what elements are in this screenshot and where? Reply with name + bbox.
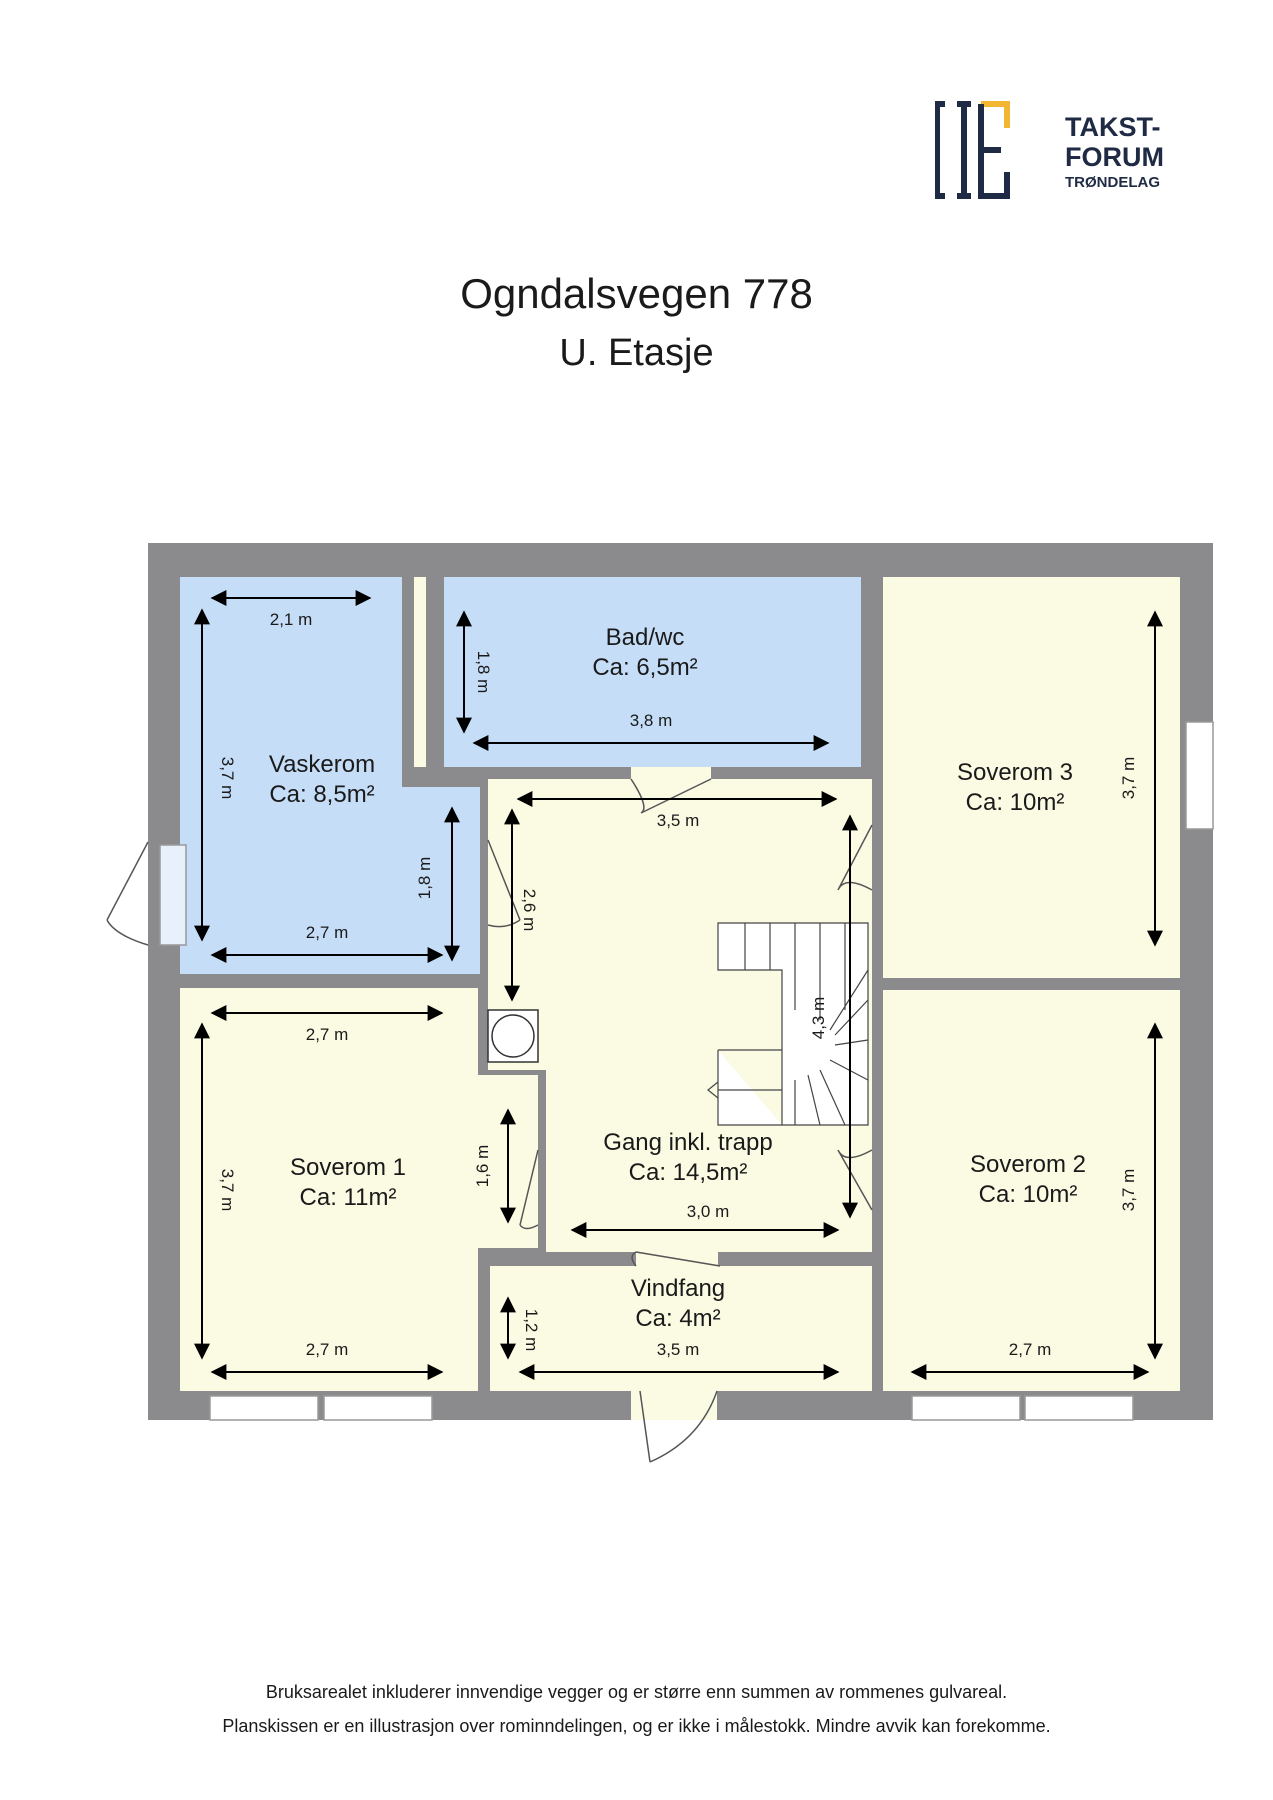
logo-line-1: TAKST- (1065, 112, 1161, 142)
dim-label: 4,3 m (809, 997, 828, 1040)
room-name-vindfang: Vindfang (631, 1275, 725, 1302)
window (323, 1395, 433, 1421)
dim-label: 3,7 m (1119, 1169, 1138, 1212)
dim-label: 2,1 m (270, 610, 313, 629)
room-soverom2-floor (883, 990, 1180, 1391)
room-vaskerom-floor (180, 577, 480, 974)
dim-label: 3,7 m (218, 757, 237, 800)
room-area-vindfang: Ca: 4m² (635, 1305, 720, 1332)
dim-label: 3,7 m (1119, 757, 1138, 800)
room-area-gang: Ca: 14,5m² (629, 1159, 748, 1186)
logo-line-3: TRØNDELAG (1065, 174, 1160, 191)
dim-label: 2,7 m (1009, 1340, 1052, 1359)
dim-label: 1,8 m (474, 651, 493, 694)
footnote-line-2: Planskissen er en illustrasjon over romi… (222, 1716, 1051, 1736)
logo-mark-icon (935, 101, 1010, 199)
window (159, 844, 187, 946)
window (1024, 1395, 1134, 1421)
room-area-vaskerom: Ca: 8,5m² (269, 781, 374, 808)
room-area-soverom2: Ca: 10m² (979, 1181, 1078, 1208)
door-swing (639, 1390, 718, 1463)
door-opening (631, 1391, 717, 1420)
room-name-gang: Gang inkl. trapp (603, 1129, 772, 1156)
room-gang-floor (488, 779, 872, 1252)
floor-subtitle: U. Etasje (559, 332, 714, 374)
room-name-soverom3: Soverom 3 (957, 759, 1073, 786)
room-name-bad: Bad/wc (606, 624, 685, 651)
dim-label: 3,8 m (630, 711, 673, 730)
door-opening (631, 767, 711, 781)
dim-label: 2,7 m (306, 1340, 349, 1359)
dimension-lines (194, 590, 1163, 1380)
takst-forum-logo (935, 101, 1010, 199)
window (209, 1395, 319, 1421)
page-title: Ogndalsvegen 778 (460, 270, 813, 317)
window (1185, 721, 1214, 830)
wall-gap-strip (414, 577, 426, 767)
chimney-flue-icon (491, 1014, 535, 1058)
dim-label: 1,8 m (415, 857, 434, 900)
room-soverom1-floor (180, 988, 538, 1391)
dim-label: 2,6 m (520, 889, 539, 932)
door-swing (631, 1251, 721, 1267)
dim-label: 2,7 m (306, 923, 349, 942)
room-name-soverom2: Soverom 2 (970, 1151, 1086, 1178)
room-soverom3-floor (883, 577, 1180, 978)
doors (106, 767, 873, 1463)
windows (159, 721, 1214, 1421)
room-name-vaskerom: Vaskerom (269, 751, 375, 778)
floor-plan: Vaskerom Ca: 8,5m² Bad/wc Ca: 6,5m² Sove… (106, 543, 1214, 1463)
staircase-icon (707, 922, 869, 1126)
dim-label: 1,2 m (522, 1309, 541, 1352)
logo-line-2: FORUM (1065, 142, 1164, 172)
door-swing (106, 841, 149, 946)
dim-label: 3,7 m (218, 1169, 237, 1212)
window (911, 1395, 1021, 1421)
dim-label: 3,5 m (657, 811, 700, 830)
footnote-line-1: Bruksarealet inkluderer innvendige vegge… (265, 1682, 1008, 1702)
room-area-soverom3: Ca: 10m² (966, 789, 1065, 816)
room-area-bad: Ca: 6,5m² (592, 654, 697, 681)
room-name-soverom1: Soverom 1 (290, 1154, 406, 1181)
room-area-soverom1: Ca: 11m² (300, 1184, 397, 1211)
dim-label: 1,6 m (473, 1145, 492, 1188)
dim-label: 3,5 m (657, 1340, 700, 1359)
door-swing (519, 1149, 539, 1230)
dim-label: 3,0 m (687, 1202, 730, 1221)
dim-label: 2,7 m (306, 1025, 349, 1044)
